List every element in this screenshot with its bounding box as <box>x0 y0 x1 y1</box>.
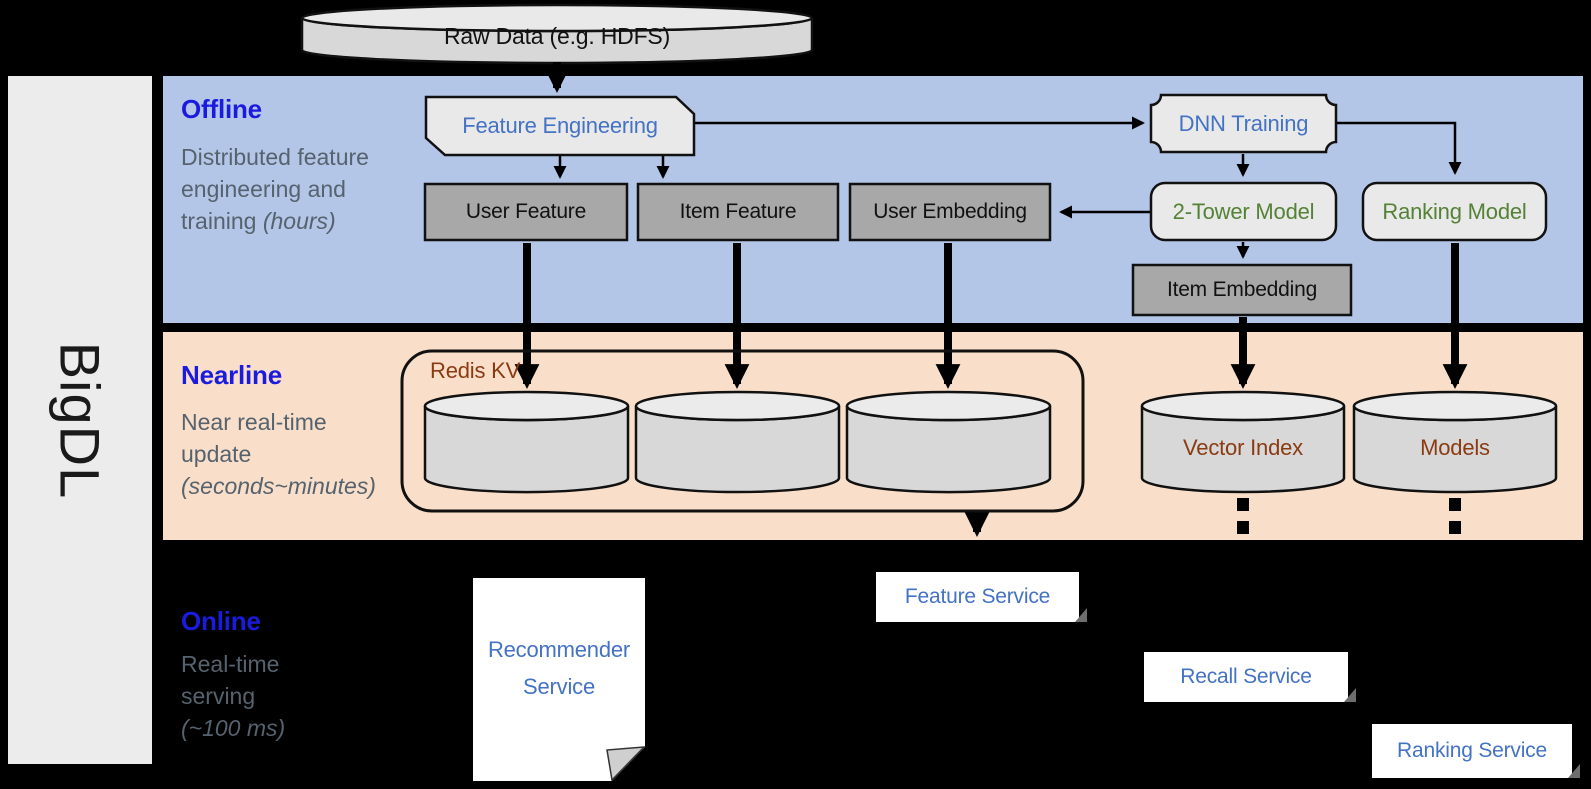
ranking-model-label: Ranking Model <box>1382 198 1527 224</box>
feature-service-shape <box>876 572 1087 622</box>
redis-cylinder-3 <box>845 390 1052 494</box>
feature-service-label: Feature Service <box>904 584 1051 608</box>
recall-service-shape <box>1144 652 1356 702</box>
vector-index-cylinder <box>1140 390 1346 494</box>
dashed-continuations <box>1237 498 1461 540</box>
ranking-service-label: Ranking Service <box>1397 738 1547 762</box>
models-cylinder <box>1352 390 1558 494</box>
ranking-model-shape <box>1361 181 1548 242</box>
nearline-band-description: Near real-time update (seconds~minutes) <box>181 409 376 499</box>
item-feature-label: Item Feature <box>679 199 797 223</box>
redis-kv-container <box>400 349 1085 513</box>
bigdl-sidebar: BigDL <box>8 76 152 764</box>
recall-service-fold <box>1344 688 1356 702</box>
vector-index-label: Vector Index <box>1183 435 1303 461</box>
user-embedding-shape <box>848 182 1052 242</box>
raw-data-cylinder-shape <box>300 3 814 65</box>
item-embedding-shape <box>1131 263 1353 317</box>
item-embedding-label: Item Embedding <box>1166 277 1318 301</box>
redis-kv-label: Redis KV <box>430 358 521 384</box>
online-band-description: Real-time serving (~100 ms) <box>181 651 286 741</box>
ranking-service-fold <box>1568 764 1580 778</box>
ranking-service-shape <box>1372 724 1580 778</box>
thick-arrows <box>514 62 1468 537</box>
recommender-service-document <box>473 578 646 782</box>
two-tower-model-label: 2-Tower Model <box>1172 198 1315 224</box>
dnn-training-label: DNN Training <box>1178 110 1309 136</box>
offline-band-description: Distributed feature engineering and trai… <box>181 144 369 234</box>
dnn-training-shape <box>1149 93 1338 154</box>
thin-arrows <box>553 116 1462 259</box>
document-fold-corner <box>606 746 646 782</box>
feature-service-fold <box>1075 608 1087 622</box>
feature-engineering-shape <box>424 95 696 157</box>
user-feature-shape <box>423 182 629 242</box>
user-embedding-label: User Embedding <box>873 199 1027 223</box>
item-feature-shape <box>636 182 840 242</box>
models-label: Models <box>1420 435 1490 461</box>
online-band-title: Online <box>181 606 261 637</box>
offline-band-title: Offline <box>181 94 262 125</box>
raw-data-label: Raw Data (e.g. HDFS) <box>443 22 671 49</box>
arrow-dnn-to-rankingmodel <box>1336 121 1462 175</box>
user-feature-label: User Feature <box>465 199 587 223</box>
nearline-band-title: Nearline <box>181 360 283 391</box>
recall-service-label: Recall Service <box>1180 664 1312 688</box>
two-tower-model-shape <box>1149 181 1338 242</box>
recommender-service-label: Recommender Service <box>487 636 631 699</box>
feature-engineering-label: Feature Engineering <box>462 113 658 139</box>
redis-cylinder-1 <box>423 390 630 494</box>
redis-cylinder-2 <box>634 390 841 494</box>
